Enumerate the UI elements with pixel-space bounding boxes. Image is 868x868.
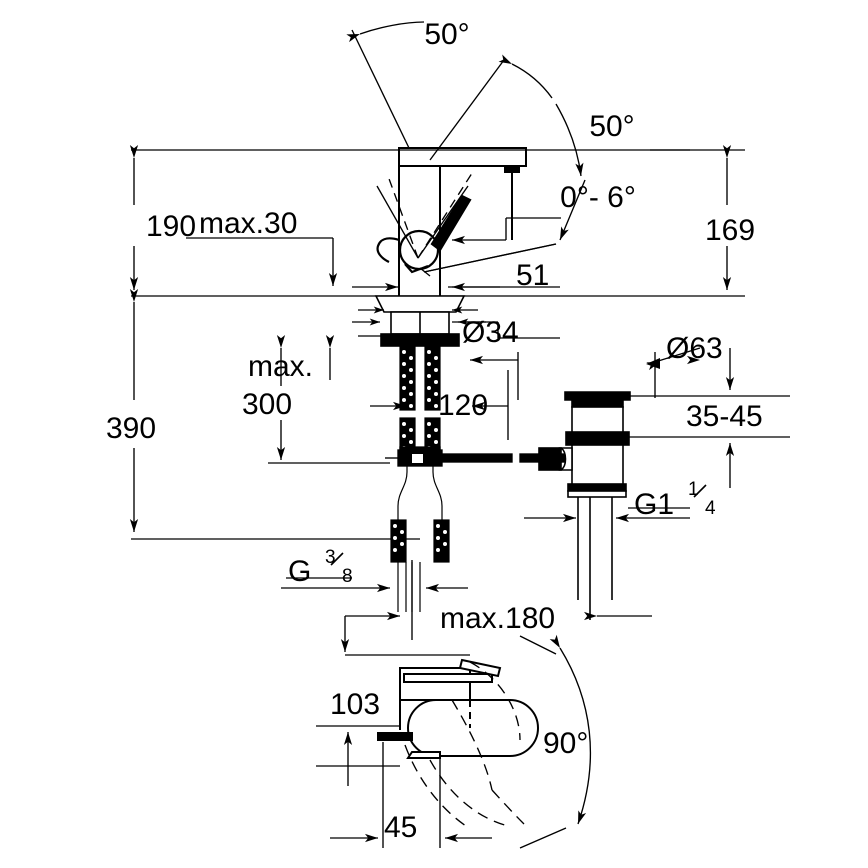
label-190: 190 bbox=[146, 210, 196, 243]
label-max300-line2: 300 bbox=[242, 388, 292, 421]
label-max30: max.30 bbox=[199, 207, 297, 240]
dimension-max30 bbox=[186, 237, 338, 286]
label-103: 103 bbox=[330, 688, 380, 721]
drain-waste-body bbox=[538, 391, 631, 620]
angle-dimension-50-left bbox=[346, 21, 425, 149]
label-169: 169 bbox=[705, 214, 755, 247]
angle-dimension-90 bbox=[519, 634, 592, 849]
dimension-103 bbox=[316, 725, 400, 786]
dimension-35-45 bbox=[620, 348, 790, 488]
label-g1-1-4: G1 1 4 bbox=[634, 479, 716, 521]
label-dia63: Ø63 bbox=[666, 332, 723, 365]
angle-dimension-50-right bbox=[429, 54, 584, 177]
label-dia34: Ø34 bbox=[462, 316, 519, 349]
dimension-g-3-8 bbox=[281, 577, 468, 593]
label-angle-50-left: 50° bbox=[424, 18, 469, 51]
dimension-g1-1-4 bbox=[524, 507, 690, 523]
label-90: 90° bbox=[543, 727, 588, 760]
dimension-dia34 bbox=[352, 306, 560, 339]
dimension-max180 bbox=[340, 560, 652, 656]
dimension-120 bbox=[325, 335, 509, 440]
label-g1-numerator: 1 bbox=[688, 479, 699, 500]
label-g38-denominator: 8 bbox=[342, 566, 353, 587]
dimension-45 bbox=[330, 742, 492, 848]
dimension-390 bbox=[129, 289, 420, 540]
faucet-mounting-base bbox=[374, 295, 466, 347]
plan-swivel-phantom bbox=[404, 661, 525, 827]
label-angle-50-right: 50° bbox=[589, 110, 634, 143]
label-35-45: 35-45 bbox=[686, 400, 763, 433]
label-max300-line1: max. bbox=[248, 350, 313, 383]
label-angle-0-6: 0°- 6° bbox=[560, 181, 636, 214]
label-g-3-8: G 3 8 bbox=[288, 547, 353, 588]
faucet-lever-handle bbox=[376, 194, 472, 274]
label-g38-prefix: G bbox=[288, 555, 311, 588]
label-45: 45 bbox=[384, 811, 417, 844]
label-g38-numerator: 3 bbox=[325, 547, 336, 568]
label-g1-prefix: G1 bbox=[634, 488, 674, 521]
flexible-supply-hoses bbox=[390, 345, 450, 612]
label-51: 51 bbox=[516, 259, 549, 292]
label-g1-denominator: 4 bbox=[705, 498, 716, 519]
dimension-dia63 bbox=[470, 347, 701, 400]
dimension-max300 bbox=[268, 335, 390, 464]
label-390: 390 bbox=[106, 412, 156, 445]
faucet-body-front bbox=[398, 147, 527, 296]
label-max180: max.180 bbox=[440, 602, 555, 635]
faucet-plan-view bbox=[377, 658, 539, 759]
angle-dimension-0-6 bbox=[419, 179, 586, 277]
label-120: 120 bbox=[438, 389, 488, 422]
